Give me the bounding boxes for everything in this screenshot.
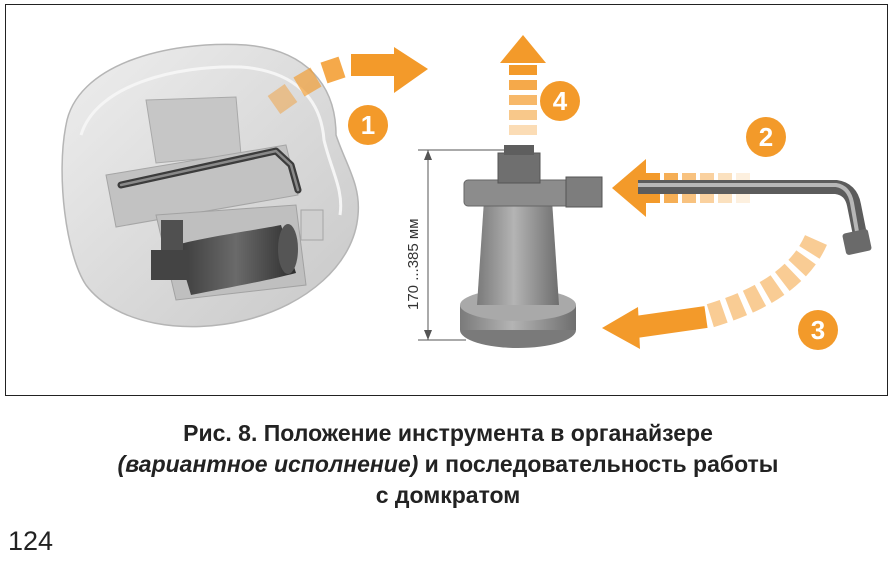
- jack-in-organizer: [151, 220, 298, 295]
- caption-line-3: с домкратом: [375, 482, 521, 508]
- caption-line-1: Рис. 8. Положение инструмента в органайз…: [183, 420, 713, 446]
- caption-italic-note: (вариантное исполнение): [117, 451, 419, 477]
- svg-text:4: 4: [553, 86, 568, 116]
- jack: [460, 145, 603, 348]
- figure-caption: Рис. 8. Положение инструмента в органайз…: [0, 418, 896, 511]
- svg-text:2: 2: [759, 122, 773, 152]
- caption-line-2-rest: и последовательность работы: [418, 451, 779, 477]
- caption-line-2: (вариантное исполнение) и последовательн…: [0, 449, 896, 480]
- arrow-step-1: [267, 47, 428, 114]
- step-badge-1: 1: [348, 105, 388, 145]
- arrow-step-3: [602, 234, 827, 349]
- page-number: 124: [8, 526, 54, 556]
- jack-illustration: 1 4 170 ...385 мм: [61, 35, 872, 350]
- wrench-in-organizer: [117, 147, 302, 194]
- step-badge-4: 4: [540, 81, 580, 121]
- svg-text:1: 1: [361, 110, 375, 140]
- step-badge-3: 3: [798, 310, 838, 350]
- height-dimension: [418, 149, 506, 341]
- step-badge-2: 2: [746, 117, 786, 157]
- dimension-label: 170 ...385 мм: [405, 218, 422, 310]
- figure-frame: 1 4 170 ...385 мм: [5, 4, 888, 396]
- svg-text:3: 3: [811, 315, 825, 345]
- jack-wrench: [638, 180, 872, 255]
- arrow-step-4: [500, 35, 546, 135]
